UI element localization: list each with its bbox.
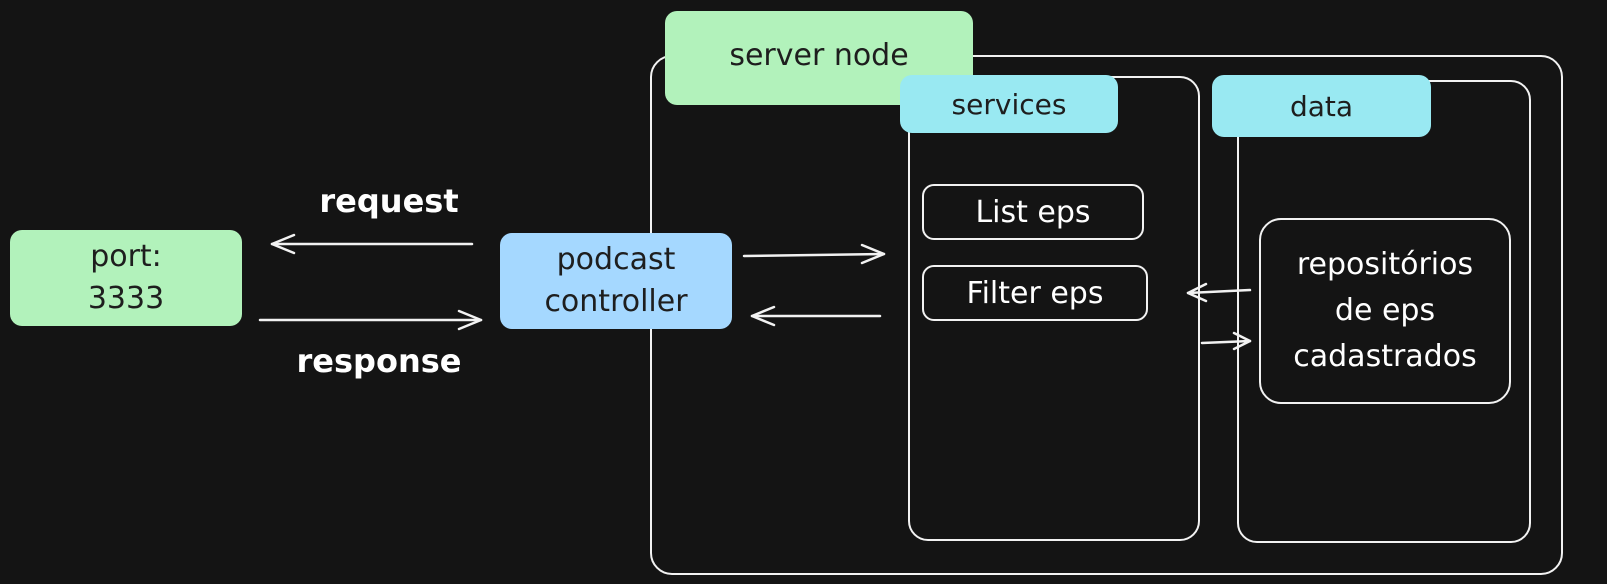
response-arrow [258, 309, 483, 331]
repository-box[interactable]: repositórios de eps cadastrados [1259, 218, 1511, 404]
port-line-1: port: [90, 239, 162, 274]
port-box[interactable]: port: 3333 [10, 230, 242, 326]
repository-to-filter-arrow [1186, 282, 1252, 303]
services-to-controller-arrow [750, 305, 882, 327]
controller-line-1: podcast [556, 242, 676, 277]
service-item-list-eps[interactable]: List eps [922, 184, 1144, 240]
services-title-text: services [951, 87, 1067, 121]
podcast-controller-box[interactable]: podcast controller [500, 233, 732, 329]
response-label: response [290, 342, 468, 380]
request-label-text: request [319, 182, 459, 220]
service-item-label: List eps [975, 194, 1091, 230]
repository-line-1: repositórios [1296, 247, 1474, 282]
response-label-text: response [296, 342, 462, 380]
server-node-title-text: server node [729, 37, 909, 73]
services-to-repository-arrow [1200, 331, 1252, 351]
services-title: services [900, 75, 1118, 133]
controller-to-services-arrow [742, 243, 886, 265]
service-item-label: Filter eps [966, 275, 1104, 311]
data-title-text: data [1289, 89, 1354, 123]
service-item-filter-eps[interactable]: Filter eps [922, 265, 1148, 321]
controller-line-2: controller [544, 284, 688, 319]
request-arrow [270, 233, 474, 255]
request-label: request [300, 182, 478, 220]
port-line-2: 3333 [87, 281, 165, 316]
repository-line-3: cadastrados [1293, 339, 1477, 374]
repository-line-2: de eps [1334, 293, 1436, 328]
data-title: data [1212, 75, 1431, 137]
